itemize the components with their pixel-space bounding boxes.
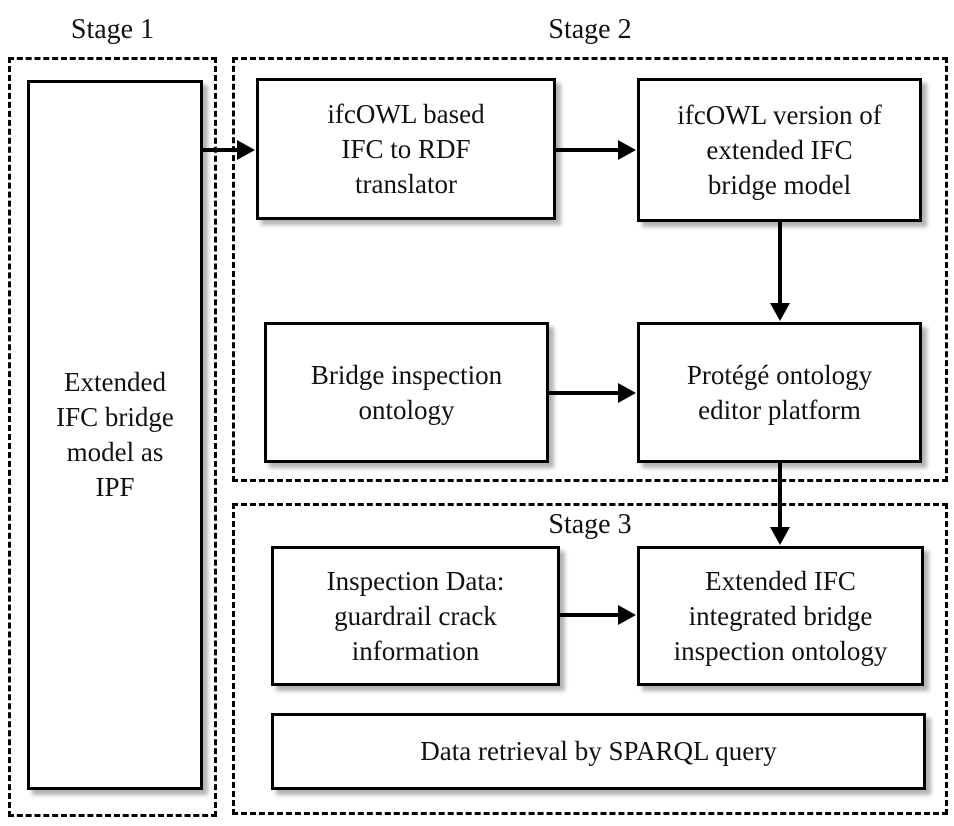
arrow-ifcowl-to-protege-icon <box>770 222 790 321</box>
node-integrated-ontology: Extended IFC integrated bridge inspectio… <box>637 546 924 686</box>
node-inspection-data: Inspection Data: guardrail crack informa… <box>271 546 560 686</box>
stage2-label: Stage 2 <box>548 14 632 45</box>
arrow-translator-to-ifcowl-icon <box>556 140 636 160</box>
stage2-frame <box>232 57 948 482</box>
node-protege-editor: Protégé ontology editor platform <box>637 322 922 463</box>
stage1-frame <box>8 57 217 817</box>
stage1-label: Stage 1 <box>70 14 155 45</box>
node-extended-ifc-bridge-model: Extended IFC bridge model as IPF <box>27 80 203 790</box>
node-ifc-to-rdf-translator: ifcOWL based IFC to RDF translator <box>256 78 556 220</box>
stage3-frame <box>232 503 948 815</box>
stage3-label: Stage 3 <box>548 509 632 540</box>
arrow-data-to-integrated-icon <box>560 605 636 625</box>
node-sparql-query: Data retrieval by SPARQL query <box>271 713 926 790</box>
node-ifcowl-version: ifcOWL version of extended IFC bridge mo… <box>637 78 922 222</box>
arrow-protege-to-integrated-icon <box>770 463 790 545</box>
arrow-model-to-translator-icon <box>203 140 255 160</box>
arrow-ontology-to-protege-icon <box>549 383 636 403</box>
node-bridge-inspection-ontology: Bridge inspection ontology <box>264 322 549 463</box>
